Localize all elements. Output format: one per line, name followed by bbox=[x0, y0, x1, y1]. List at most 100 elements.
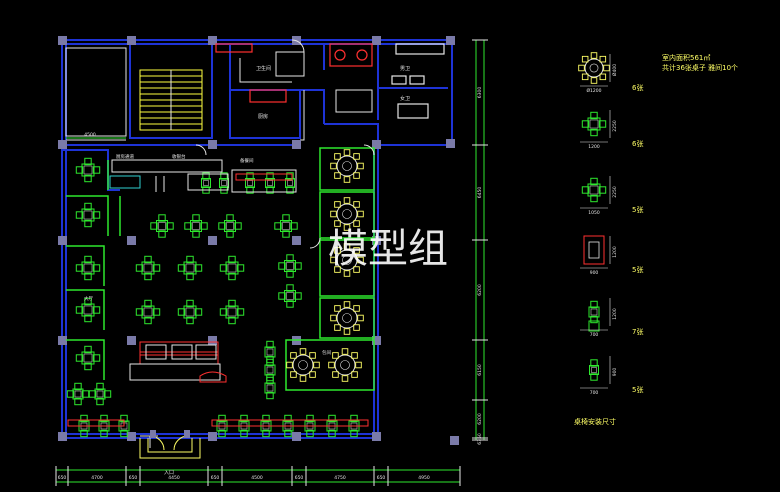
table-top bbox=[183, 305, 197, 319]
room-label-kitchen: 厨房 bbox=[258, 113, 268, 120]
chair bbox=[353, 201, 360, 208]
chair bbox=[100, 414, 108, 423]
round-table bbox=[330, 301, 364, 335]
chair bbox=[218, 429, 226, 438]
room-label-private: 包间 bbox=[322, 349, 331, 356]
lazy-susan bbox=[342, 161, 352, 171]
legend-count: 6张 bbox=[632, 139, 643, 148]
table-inner bbox=[282, 222, 290, 230]
table-top bbox=[81, 303, 95, 317]
chair bbox=[84, 314, 92, 323]
chair bbox=[341, 375, 349, 382]
chair bbox=[578, 64, 585, 72]
room-label-hall: 大厅 bbox=[84, 295, 93, 302]
table-inner bbox=[286, 292, 294, 300]
chair bbox=[96, 382, 104, 391]
chair bbox=[228, 316, 236, 325]
chair bbox=[186, 316, 194, 325]
lazy-susan bbox=[589, 63, 599, 73]
chair bbox=[313, 361, 320, 369]
chair bbox=[290, 352, 297, 359]
table-top bbox=[201, 178, 211, 188]
chair bbox=[202, 172, 210, 180]
chair bbox=[84, 174, 92, 183]
table-inner bbox=[185, 307, 195, 317]
chair bbox=[84, 157, 92, 166]
chair bbox=[332, 352, 339, 359]
chair bbox=[357, 162, 364, 170]
square-table bbox=[135, 299, 161, 325]
booth-table bbox=[588, 241, 600, 259]
chair bbox=[240, 414, 248, 423]
legend-table-types: Ø1200Ø4006张120022506张105022505张90012005张… bbox=[578, 52, 643, 396]
legend-dim-label: 1200 bbox=[612, 246, 618, 258]
chair bbox=[228, 272, 236, 281]
sofa-back bbox=[211, 419, 369, 427]
chair bbox=[144, 272, 152, 281]
chair bbox=[184, 222, 192, 230]
legend-dim-label: 1050 bbox=[588, 210, 600, 216]
chair bbox=[246, 172, 254, 180]
chair bbox=[266, 340, 274, 349]
chair bbox=[294, 292, 302, 300]
chair bbox=[66, 390, 75, 398]
legend: 室内面积561㎡ 共计36张桌子 雅间10个 Ø1200Ø4006张120022… bbox=[574, 52, 738, 426]
square-table bbox=[274, 214, 298, 238]
room-label-men: 男卫 bbox=[400, 66, 410, 72]
chair bbox=[84, 345, 92, 354]
chair bbox=[282, 230, 290, 238]
legend-dim-label: 2250 bbox=[612, 186, 618, 198]
table-top bbox=[584, 58, 604, 78]
chair bbox=[75, 354, 84, 362]
dim-label-right: 6450 bbox=[477, 187, 483, 199]
table-top bbox=[225, 305, 239, 319]
chair bbox=[158, 230, 166, 238]
round-table bbox=[578, 52, 610, 84]
table-top bbox=[81, 351, 95, 365]
chair bbox=[334, 172, 341, 179]
chair bbox=[334, 153, 341, 160]
chair bbox=[334, 266, 341, 273]
legend-count: 6张 bbox=[632, 83, 643, 92]
staircase bbox=[139, 69, 203, 131]
chair bbox=[590, 194, 598, 203]
chair bbox=[92, 264, 101, 272]
chair bbox=[266, 358, 274, 367]
legend-count: 5张 bbox=[632, 385, 643, 394]
legend-dim-label: 700 bbox=[590, 332, 599, 338]
table-inner bbox=[185, 263, 195, 273]
chair bbox=[220, 172, 228, 180]
chair bbox=[96, 397, 104, 406]
table-top bbox=[190, 220, 202, 232]
chair bbox=[84, 202, 92, 211]
private-rooms bbox=[285, 147, 375, 391]
square-table bbox=[75, 345, 101, 371]
square-table bbox=[150, 214, 174, 238]
dim-label-bottom: 4700 bbox=[91, 475, 103, 481]
chair bbox=[192, 230, 200, 238]
chair bbox=[92, 211, 101, 219]
dim-label-right: 6300 bbox=[477, 87, 483, 99]
table-top bbox=[284, 290, 296, 302]
chair bbox=[309, 352, 316, 359]
chair bbox=[194, 308, 203, 316]
legend-count: 5张 bbox=[632, 265, 643, 274]
table-inner bbox=[589, 185, 599, 195]
round-table bbox=[330, 243, 364, 277]
chair bbox=[228, 255, 236, 264]
chair bbox=[330, 162, 337, 170]
square-table bbox=[219, 255, 245, 281]
table-top bbox=[336, 155, 358, 177]
chair bbox=[246, 186, 254, 194]
chair bbox=[135, 264, 144, 272]
chair bbox=[192, 214, 200, 222]
square-table bbox=[218, 214, 242, 238]
chair bbox=[330, 314, 337, 322]
room-label-women: 女卫 bbox=[400, 95, 410, 102]
chair bbox=[357, 256, 364, 264]
chair bbox=[590, 52, 598, 59]
table-inner bbox=[83, 305, 93, 315]
